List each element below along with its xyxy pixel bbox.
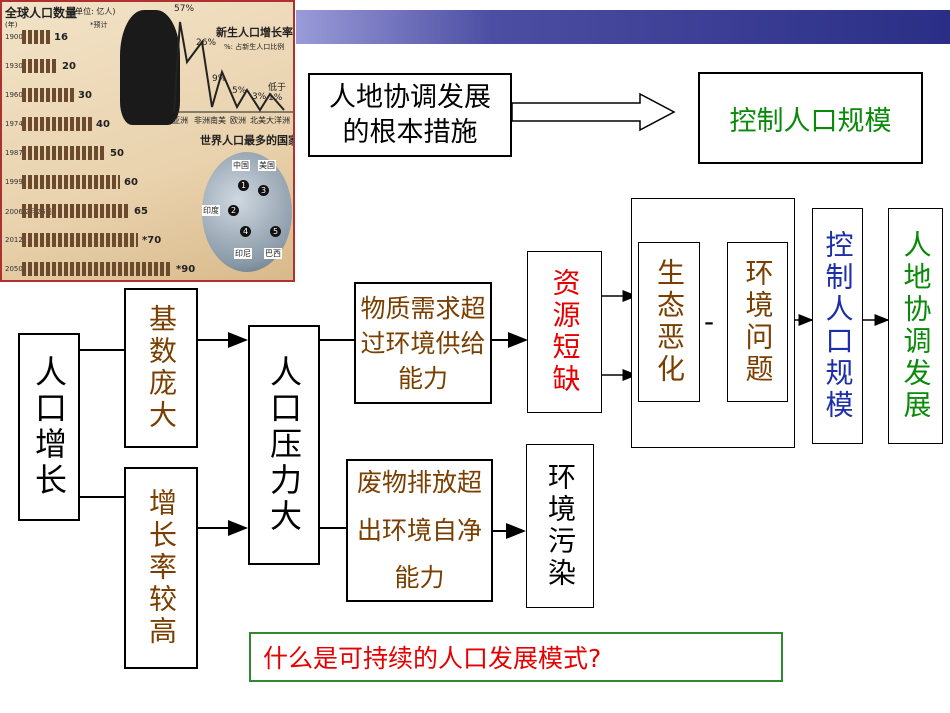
country-label: 印度 bbox=[202, 205, 220, 216]
inset-year-label: (年) bbox=[5, 21, 18, 29]
inset-year: 1900 bbox=[5, 33, 23, 41]
large-base-text: 基数庞大 bbox=[145, 304, 178, 432]
population-value: 40 bbox=[96, 119, 110, 130]
control-text: 控制人口规模 bbox=[821, 230, 855, 422]
country-label: 巴西 bbox=[264, 248, 282, 259]
shortage-box: 资源短缺 bbox=[527, 251, 602, 413]
population-value: *90 bbox=[176, 264, 196, 275]
population-bar bbox=[22, 30, 50, 44]
waste-text: 废物排放超出环境自净能力 bbox=[356, 468, 482, 593]
inset-year: 1974 bbox=[5, 120, 23, 128]
waste-box: 废物排放超出环境自净能力 bbox=[346, 459, 493, 602]
high-rate-text: 增长率较高 bbox=[145, 488, 178, 648]
population-value: 20 bbox=[62, 61, 76, 72]
pressure-text: 人口压力大 bbox=[265, 355, 303, 535]
inset-year: 2012 bbox=[5, 236, 23, 244]
country-rank: 4 bbox=[240, 226, 251, 237]
country-rank: 2 bbox=[228, 205, 239, 216]
eco-box: 生态恶化 bbox=[638, 242, 700, 402]
inset-year: 2050 bbox=[5, 265, 23, 273]
population-value: 16 bbox=[54, 32, 68, 43]
growth-percent: 9% bbox=[212, 74, 227, 84]
growth-percent: 低于1% bbox=[268, 83, 287, 103]
growth-line bbox=[172, 21, 293, 113]
growth-percent: 26% bbox=[196, 38, 217, 48]
question-box: 什么是可持续的人口发展模式? bbox=[249, 632, 783, 682]
country-label: 中国 bbox=[232, 160, 250, 171]
big-arrow bbox=[511, 92, 676, 132]
growth-region: 大洋洲 bbox=[266, 116, 290, 125]
growth-region: 北美 bbox=[250, 116, 266, 125]
pressure-box: 人口压力大 bbox=[248, 325, 320, 565]
inset-year: 1960 bbox=[5, 91, 23, 99]
population-bar bbox=[22, 233, 138, 247]
header-bar bbox=[296, 10, 950, 44]
inset-note: *预计 bbox=[90, 21, 108, 29]
growth-subtitle: %: 占新生人口比例 bbox=[224, 43, 285, 51]
env-problem-box: 环境问题 bbox=[727, 242, 788, 402]
growth-percent: 57% bbox=[174, 4, 195, 14]
country-rank: 3 bbox=[258, 185, 269, 196]
large-base-box: 基数庞大 bbox=[124, 288, 198, 448]
dash-separator: - bbox=[704, 305, 715, 338]
growth-region: 欧洲 bbox=[230, 116, 246, 125]
population-infographic: 全球人口数量 (单位: 亿人) (年) *预计 1900 16 1930 20 1960… bbox=[0, 0, 295, 282]
population-bar bbox=[22, 146, 106, 160]
shortage-text: 资源短缺 bbox=[548, 268, 582, 396]
env-problem-text: 环境问题 bbox=[741, 258, 775, 386]
pollution-text: 环境污染 bbox=[544, 462, 577, 590]
country-label: 印尼 bbox=[234, 248, 252, 259]
control-text-top: 控制人口规模 bbox=[729, 105, 892, 137]
inset-year: 1987 bbox=[5, 149, 23, 157]
population-bar bbox=[22, 117, 92, 131]
population-growth-box: 人口增长 bbox=[18, 333, 80, 521]
population-bar bbox=[22, 59, 58, 73]
demand-text: 物质需求超过环境供给能力 bbox=[360, 293, 486, 393]
inset-unit: (单位: 亿人) bbox=[72, 7, 116, 16]
harmony-text: 人地协调发展 bbox=[899, 230, 933, 422]
inset-title: 全球人口数量 bbox=[5, 6, 78, 20]
population-value: 60 bbox=[124, 177, 138, 188]
pollution-box: 环境污染 bbox=[526, 444, 594, 608]
countries-title: 世界人口最多的国家 bbox=[200, 134, 295, 147]
population-bar bbox=[22, 88, 74, 102]
inset-year: 1930 bbox=[5, 62, 23, 70]
country-label: 美国 bbox=[258, 160, 276, 171]
population-value: *70 bbox=[142, 235, 162, 246]
growth-region: 非洲 bbox=[194, 116, 210, 125]
demand-box: 物质需求超过环境供给能力 bbox=[354, 282, 492, 404]
population-value: 50 bbox=[110, 148, 124, 159]
population-bar bbox=[22, 262, 172, 276]
growth-region: 南美 bbox=[210, 116, 226, 125]
question-text: 什么是可持续的人口发展模式? bbox=[263, 644, 602, 673]
measure-box: 人地协调发展的根本措施 bbox=[308, 73, 512, 157]
growth-percent: 5% bbox=[232, 86, 247, 96]
population-value: 30 bbox=[78, 90, 92, 101]
control-box-top: 控制人口规模 bbox=[698, 72, 923, 164]
country-rank: 5 bbox=[270, 226, 281, 237]
growth-percent: 3% bbox=[252, 92, 267, 102]
country-rank: 1 bbox=[238, 180, 249, 191]
harmony-box: 人地协调发展 bbox=[888, 208, 943, 444]
inset-year: 1999 bbox=[5, 178, 23, 186]
measure-text: 人地协调发展的根本措施 bbox=[329, 81, 491, 148]
growth-region: 亚洲 bbox=[172, 116, 188, 125]
eco-text: 生态恶化 bbox=[653, 258, 686, 386]
population-bar bbox=[22, 175, 120, 189]
population-growth-text: 人口增长 bbox=[30, 355, 68, 499]
population-bar bbox=[22, 204, 130, 218]
growth-title: 新生人口增长率 bbox=[216, 26, 293, 39]
high-rate-box: 增长率较高 bbox=[124, 467, 198, 669]
control-box: 控制人口规模 bbox=[812, 208, 863, 444]
child-silhouette-icon bbox=[120, 10, 180, 125]
population-value: 65 bbox=[134, 206, 148, 217]
